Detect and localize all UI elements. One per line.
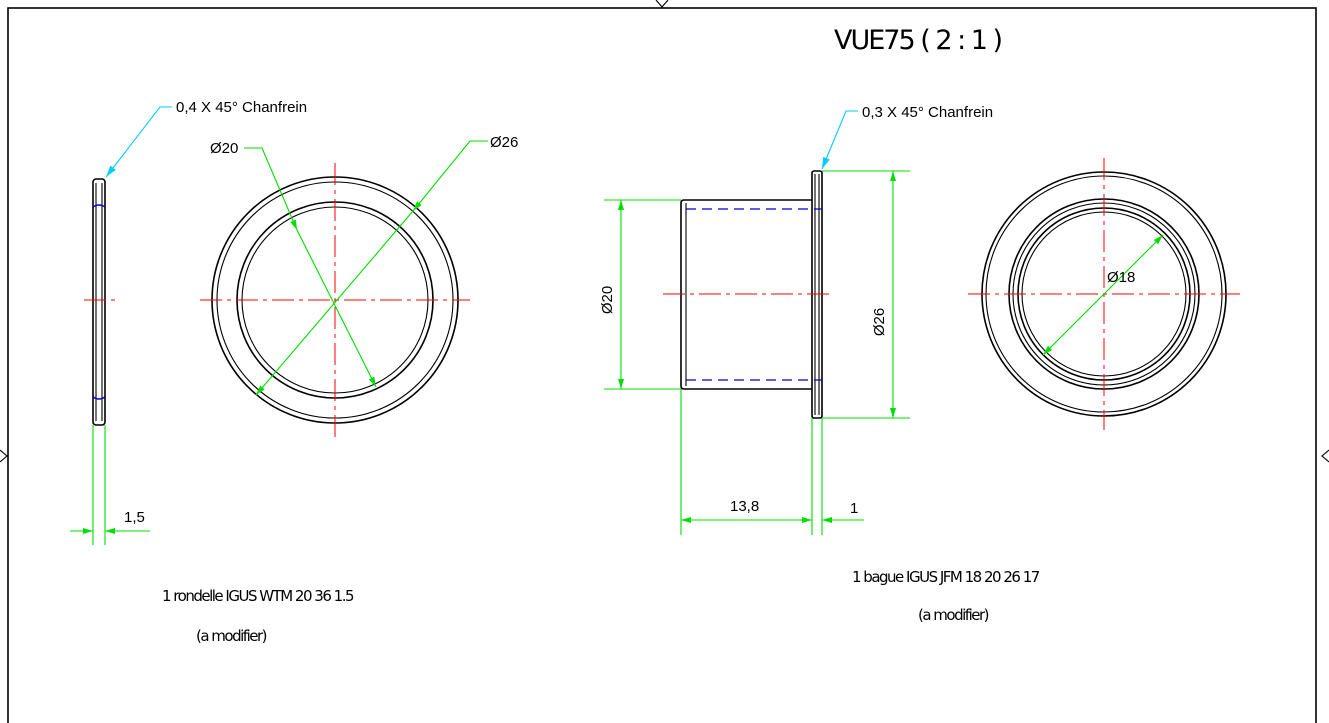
bushing-flange-diameter-label: Ø26: [871, 308, 888, 336]
washer-inner-dim-line: [296, 229, 377, 388]
washer-inner-diameter-label: Ø20: [210, 140, 238, 157]
bushing-sleeve-diameter-label: Ø20: [599, 286, 616, 314]
view-title: VUE75 ( 2 : 1 ): [834, 25, 1002, 56]
washer-chamfer-label: 0,4 X 45° Chanfrein: [176, 99, 307, 116]
bushing-front-view: Ø18: [968, 158, 1240, 430]
leader-line: [821, 110, 858, 170]
washer-inner-dim-leader: [244, 147, 298, 231]
washer-side-hidden-top: [92, 204, 106, 208]
washer-side-view: [84, 178, 116, 426]
bushing-bore-dim-line: [1042, 234, 1164, 356]
bushing-length-dimension: 13,8 1: [680, 389, 864, 535]
bushing-caption-note: (a modifier): [918, 606, 989, 624]
drawing-frame: [7, 7, 1317, 723]
frame-mark-top: [655, 0, 669, 8]
bushing-chamfer-label: 0,3 X 45° Chanfrein: [862, 104, 993, 121]
washer-caption: 1 rondelle IGUS WTM 20 36 1.5: [162, 587, 354, 605]
leader-line: [105, 106, 172, 178]
bushing-flange-thickness-label: 1: [850, 500, 858, 517]
washer-front-view: Ø20 Ø26: [200, 134, 518, 437]
frame-mark-left: [0, 449, 8, 463]
bushing-length-label: 13,8: [730, 498, 759, 515]
bushing-bore-diameter-label: Ø18: [1107, 269, 1135, 286]
washer-caption-note: (a modifier): [196, 627, 267, 645]
bushing-sleeve-diameter-dimension: Ø20: [599, 199, 681, 390]
washer-thickness-dimension: 1,5: [70, 425, 150, 545]
washer-side-outline: [92, 178, 106, 426]
bushing-flange-diameter-dimension: Ø26: [822, 170, 910, 419]
bushing-side-view: [663, 170, 832, 419]
bushing-caption: 1 bague IGUS JFM 18 20 26 17: [852, 568, 1040, 586]
bushing-chamfer-leader: 0,3 X 45° Chanfrein: [821, 104, 993, 170]
washer-outer-dim-line: [255, 210, 414, 396]
washer-outer-dim-leader: [412, 140, 488, 212]
washer-side-hidden-bottom: [92, 396, 106, 400]
washer-outer-diameter-label: Ø26: [490, 134, 518, 151]
frame-mark-right: [1321, 449, 1329, 463]
washer-chamfer-leader: 0,4 X 45° Chanfrein: [105, 99, 307, 178]
washer-thickness-label: 1,5: [124, 509, 145, 526]
